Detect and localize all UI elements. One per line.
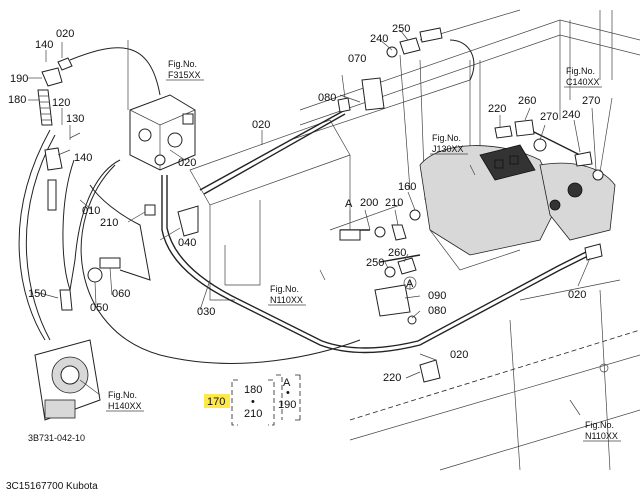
part-label-190: 200 (360, 197, 378, 209)
part-label-140: 020 (56, 28, 74, 40)
valve-block-top (129, 94, 196, 171)
set-dot-1: • (251, 396, 255, 408)
part-label-190: 210 (244, 408, 262, 420)
fig-ref-h140[interactable]: Fig.No. H140XX (106, 390, 144, 412)
part-label-270: 270 (540, 111, 558, 123)
svg-text:J130XX: J130XX (432, 144, 464, 154)
part-label-020: 020 (178, 157, 196, 169)
part-label-160: 170 (207, 396, 225, 408)
fig-ref-n110-bottom[interactable]: Fig.No. N110XX (583, 420, 621, 442)
marker-a-set: A (283, 377, 291, 389)
svg-text:Fig.No.: Fig.No. (108, 390, 137, 400)
pipe-lines (18, 39, 591, 364)
part-label-190: 190 (10, 73, 28, 85)
part-label-200: 210 (385, 197, 403, 209)
part-label-260: 270 (582, 95, 600, 107)
svg-text:C140XX: C140XX (566, 77, 600, 87)
part-label-170: 180 (244, 384, 262, 396)
part-label-180: 180 (8, 94, 26, 106)
part-label-220: 220 (488, 103, 506, 115)
svg-text:H140XX: H140XX (108, 401, 142, 411)
part-label-150: 150 (28, 288, 46, 300)
part-label-260: 260 (518, 95, 536, 107)
set-dot-2: • (286, 387, 290, 399)
svg-text:Fig.No.: Fig.No. (432, 133, 461, 143)
leader-lines (28, 29, 613, 416)
set-bracket-160 (231, 374, 301, 426)
part-label-140: 160 (398, 181, 416, 193)
highlight-160 (204, 394, 230, 408)
part-label-060: 060 (112, 288, 130, 300)
fig-ref-c140[interactable]: Fig.No. C140XX (564, 66, 602, 88)
part-labels: 020 140 190 180 120 130 140 010 210 020 … (8, 23, 600, 420)
caption: 3C15167700 Kubota (6, 481, 98, 492)
part-label-210: 220 (383, 372, 401, 384)
fig-ref-f315[interactable]: Fig.No. F315XX (166, 59, 204, 81)
marker-a-2: A (406, 278, 414, 290)
part-label-100: 120 (52, 97, 70, 109)
part-label-080: 080 (428, 305, 446, 317)
part-label-120: 140 (74, 152, 92, 164)
part-label-130: 140 (35, 39, 53, 51)
part-label-070: 070 (348, 53, 366, 65)
figure-references: Fig.No. F315XX Fig.No. C140XX Fig.No. J1… (106, 59, 621, 442)
part-label-240: 250 (366, 257, 384, 269)
components (34, 27, 604, 421)
part-label-250: 250 (392, 23, 410, 35)
part-label-020: 020 (568, 289, 586, 301)
part-label-210: 210 (100, 217, 118, 229)
part-label-020: 020 (450, 349, 468, 361)
marker-a-1: A (345, 198, 353, 210)
part-label-050: 050 (90, 302, 108, 314)
part-label-110: 130 (66, 113, 84, 125)
fig-ref-n110-mid[interactable]: Fig.No. N110XX (268, 284, 306, 306)
part-label-010: 010 (82, 205, 100, 217)
part-label-250: 260 (388, 247, 406, 259)
svg-text:Fig.No.: Fig.No. (270, 284, 299, 294)
fig-ref-j130[interactable]: Fig.No. J130XX (430, 133, 468, 155)
svg-text:N110XX: N110XX (585, 431, 618, 441)
part-label-030: 030 (197, 306, 215, 318)
tractor-frame (189, 9, 640, 471)
svg-text:Fig.No.: Fig.No. (585, 420, 614, 430)
part-label-020: 020 (252, 119, 270, 131)
part-label-220: 240 (562, 109, 580, 121)
part-label-090: 090 (428, 290, 446, 302)
svg-text:N110XX: N110XX (270, 295, 303, 305)
svg-text:Fig.No.: Fig.No. (566, 66, 595, 76)
svg-text:Fig.No.: Fig.No. (168, 59, 197, 69)
drawing-code: 3B731-042-10 (28, 433, 85, 443)
part-label-240: 240 (370, 33, 388, 45)
svg-text:F315XX: F315XX (168, 70, 201, 80)
part-label-080: 080 (318, 92, 336, 104)
part-label-040: 040 (178, 237, 196, 249)
part-label-180: 190 (278, 399, 296, 411)
